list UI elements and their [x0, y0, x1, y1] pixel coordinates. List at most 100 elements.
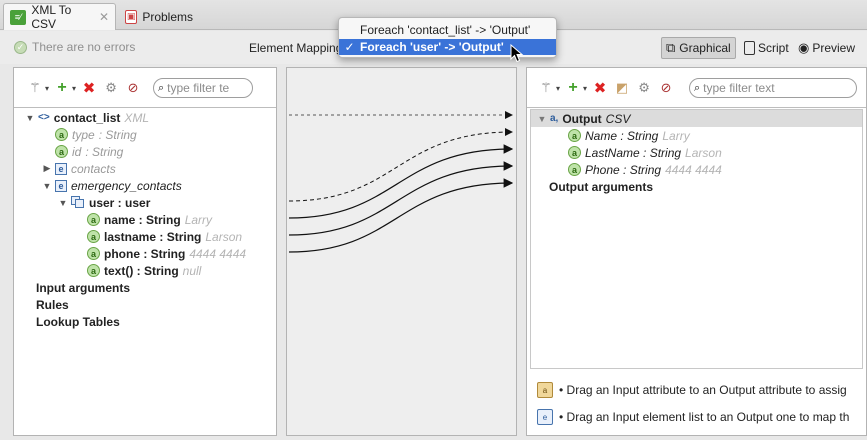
- tree-node-text[interactable]: a text() : String null: [87, 262, 201, 279]
- sample-value: null: [182, 263, 202, 278]
- node-label: id: [72, 144, 82, 159]
- attribute-icon: a: [87, 247, 100, 260]
- output-toolbar: ⚚ ▾ + ▾ ✖ ◩ ⚙ ⊘: [537, 75, 679, 101]
- chevron-down-icon[interactable]: ▾: [72, 83, 77, 93]
- node-label: user : user: [89, 195, 151, 210]
- node-label: name : String: [104, 212, 181, 227]
- attribute-icon: a: [87, 213, 100, 226]
- output-arguments-section[interactable]: Output arguments: [549, 179, 653, 194]
- lookup-tables-section[interactable]: Lookup Tables: [36, 314, 120, 329]
- script-icon: [744, 41, 755, 55]
- node-type: CSV: [605, 111, 631, 126]
- output-filter-field[interactable]: ⌕ type filter text: [689, 78, 857, 98]
- tree-node-type-attr[interactable]: a type : String: [55, 126, 137, 143]
- search-icon: ⌕: [694, 81, 701, 94]
- tree-node-contact-list[interactable]: ▼ <> contact_list XML: [25, 109, 150, 126]
- input-toolbar: ⚚ ▾ + ▾ ✖ ⚙ ⊘: [26, 75, 146, 101]
- tree-node-id-attr[interactable]: a id : String: [55, 143, 123, 160]
- chevron-down-icon[interactable]: ▼: [25, 112, 35, 123]
- tree-node-output-lastname[interactable]: a LastName : String Larson: [568, 144, 722, 161]
- node-label: contact_list: [53, 110, 121, 125]
- tree-node-output-phone[interactable]: a Phone : String 4444 4444: [568, 161, 722, 178]
- node-label: text() : String: [104, 263, 179, 278]
- input-filter-field[interactable]: ⌕ type filter te: [153, 78, 253, 98]
- sample-value: Larry: [662, 128, 690, 143]
- checkmark-icon: ✓: [14, 40, 27, 54]
- output-tree: [530, 109, 863, 369]
- chevron-down-icon[interactable]: ▼: [58, 197, 68, 208]
- divider: [14, 107, 276, 108]
- add-icon[interactable]: +: [57, 79, 67, 96]
- chevron-right-icon[interactable]: ▶: [43, 163, 51, 173]
- rules-section[interactable]: Rules: [36, 297, 69, 312]
- menu-item-foreach-contact-list[interactable]: Foreach 'contact_list' -> 'Output': [339, 22, 556, 38]
- tab-xml-to-csv[interactable]: ≡⁄ XML To CSV ✕: [3, 3, 116, 31]
- node-type: : String: [85, 144, 124, 159]
- delete-icon[interactable]: ✖: [82, 80, 96, 97]
- tree-node-lastname[interactable]: a lastname : String Larson: [87, 228, 242, 245]
- search-icon: ⌕: [158, 81, 165, 94]
- node-label: LastName : String: [585, 145, 682, 160]
- chevron-down-icon[interactable]: ▼: [537, 113, 547, 124]
- xml-element-icon: <>: [38, 112, 50, 123]
- attribute-icon: a: [568, 129, 581, 142]
- error-status: ✓ There are no errors: [14, 40, 135, 54]
- graphical-view-button[interactable]: ⧉ Graphical: [661, 37, 736, 59]
- chevron-down-icon[interactable]: ▼: [42, 180, 52, 191]
- eraser-icon[interactable]: ◩: [615, 80, 629, 95]
- xml-csv-map-icon: ≡⁄: [10, 9, 27, 25]
- tree-node-user[interactable]: ▼ user : user: [58, 194, 151, 211]
- hide-icon[interactable]: ⊘: [660, 80, 672, 95]
- node-label: Phone : String: [585, 162, 662, 177]
- node-type: : String: [98, 127, 137, 142]
- tab-problems[interactable]: ▣ Problems: [119, 3, 199, 30]
- tree-node-output[interactable]: ▼ a, Output CSV: [531, 110, 862, 127]
- connection-name: [288, 144, 514, 219]
- tree-node-emergency-contacts[interactable]: ▼ e emergency_contacts: [42, 177, 182, 194]
- tree-node-phone[interactable]: a phone : String 4444 4444: [87, 245, 246, 262]
- hint-text: • Drag an Input element list to an Outpu…: [559, 410, 850, 424]
- wand-icon[interactable]: ⚚: [29, 80, 41, 95]
- sample-value: Larson: [685, 145, 722, 160]
- node-label: emergency_contacts: [71, 178, 182, 193]
- delete-icon[interactable]: ✖: [593, 80, 607, 97]
- chevron-down-icon[interactable]: ▾: [556, 83, 561, 93]
- input-arguments-section[interactable]: Input arguments: [36, 280, 131, 295]
- filter-placeholder: type filter te: [167, 81, 230, 95]
- element-list-icon: [71, 196, 85, 209]
- tree-node-output-name[interactable]: a Name : String Larry: [568, 127, 690, 144]
- node-label: phone : String: [104, 246, 186, 261]
- menu-item-foreach-user[interactable]: ✓ Foreach 'user' -> 'Output': [339, 39, 556, 55]
- node-label: contacts: [71, 161, 116, 176]
- add-icon[interactable]: +: [568, 79, 578, 96]
- node-type: XML: [124, 110, 150, 125]
- hide-icon[interactable]: ⊘: [127, 80, 139, 95]
- settings-icon[interactable]: ⚙: [105, 80, 117, 95]
- settings-icon[interactable]: ⚙: [638, 80, 650, 95]
- chevron-down-icon[interactable]: ▾: [45, 83, 50, 93]
- problems-icon: ▣: [125, 9, 138, 24]
- mapping-canvas: [286, 67, 517, 436]
- script-view-button[interactable]: Script: [740, 37, 793, 59]
- divider: [527, 107, 866, 108]
- node-label: lastname : String: [104, 229, 202, 244]
- script-label: Script: [758, 41, 789, 55]
- tree-node-name[interactable]: a name : String Larry: [87, 211, 212, 228]
- chevron-down-icon[interactable]: ▾: [583, 83, 588, 93]
- menu-item-label: Foreach 'contact_list' -> 'Output': [360, 23, 531, 37]
- sample-value: 4444 4444: [189, 246, 247, 261]
- attribute-icon: a: [568, 146, 581, 159]
- filter-placeholder: type filter text: [703, 81, 775, 95]
- preview-view-button[interactable]: ◉ Preview: [794, 37, 859, 59]
- sample-value: 4444 4444: [665, 162, 722, 177]
- mouse-cursor-icon: [510, 44, 524, 63]
- tree-node-contacts[interactable]: ▶ e contacts: [42, 160, 116, 177]
- connection-phone: [288, 178, 514, 253]
- wand-icon[interactable]: ⚚: [540, 80, 552, 95]
- close-icon[interactable]: ✕: [98, 10, 109, 24]
- connection-lines: [288, 111, 514, 253]
- eye-icon: ◉: [798, 40, 810, 55]
- element-mapping-label: Element Mapping: [249, 41, 343, 55]
- element-icon: e: [55, 162, 67, 175]
- status-text: There are no errors: [32, 40, 136, 54]
